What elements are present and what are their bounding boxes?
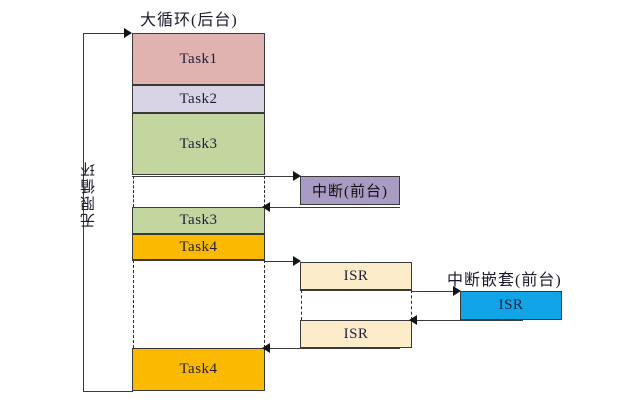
interrupt-enter-arrowhead-icon bbox=[293, 171, 301, 181]
nested-return-arrowhead-icon bbox=[409, 315, 417, 325]
nested-return-line bbox=[413, 320, 523, 321]
task-block-task1: Task1 bbox=[132, 33, 265, 85]
interrupt-return-arrowhead-icon bbox=[262, 202, 270, 212]
background-loop-title: 大循环(后台) bbox=[140, 12, 238, 29]
loop-bottom-segment bbox=[83, 391, 133, 392]
task-gap-top-edge bbox=[132, 176, 265, 177]
task-block-task3-first: Task3 bbox=[132, 113, 265, 175]
task-gap-left-dashed bbox=[133, 176, 134, 207]
isr-block-first: ISR bbox=[300, 262, 412, 290]
task-block-task4-first: Task4 bbox=[132, 234, 265, 260]
isr-gap-right-dashed bbox=[411, 290, 412, 320]
interrupt-enter-line bbox=[265, 176, 297, 177]
task-block-task4-second: Task4 bbox=[132, 348, 265, 391]
task-long-gap-top-edge bbox=[132, 260, 265, 261]
nested-enter-arrowhead-icon bbox=[453, 286, 461, 296]
isr-return-arrowhead-icon bbox=[262, 343, 270, 353]
interrupt-block: 中断(前台) bbox=[300, 176, 400, 205]
infinite-loop-label: 无限循环 bbox=[81, 160, 97, 228]
task-block-task3-second: Task3 bbox=[132, 207, 265, 234]
task-long-gap-left-dashed bbox=[133, 260, 134, 348]
task-gap-right-dashed bbox=[264, 176, 265, 207]
task-long-gap-right-dashed bbox=[264, 260, 265, 348]
isr-block-second: ISR bbox=[300, 320, 412, 348]
isr-gap-top-edge bbox=[300, 290, 412, 291]
loop-arrowhead-icon bbox=[124, 28, 132, 38]
loop-left-segment bbox=[83, 33, 84, 392]
isr-gap-left-dashed bbox=[301, 290, 302, 320]
isr-enter-arrowhead-icon bbox=[293, 256, 301, 266]
nested-enter-line bbox=[412, 291, 457, 292]
task-block-task2: Task2 bbox=[132, 85, 265, 113]
isr-enter-line bbox=[265, 261, 298, 262]
nested-interrupt-title: 中断嵌套(前台) bbox=[447, 272, 562, 289]
interrupt-return-line bbox=[266, 207, 400, 208]
loop-top-segment bbox=[83, 33, 131, 34]
isr-return-line bbox=[266, 348, 400, 349]
nested-isr-block: ISR bbox=[460, 291, 562, 320]
